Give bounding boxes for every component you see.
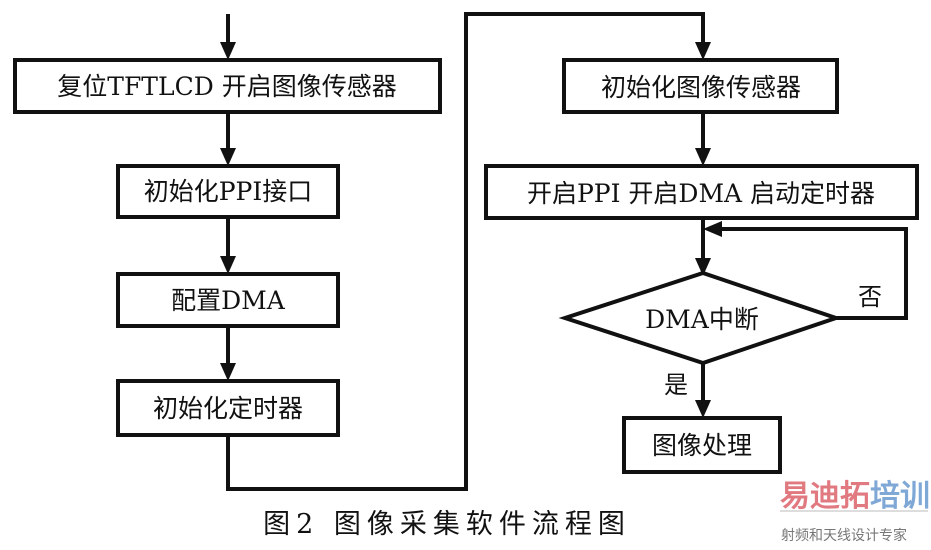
arrow-1-2 xyxy=(220,112,236,166)
process-text-image-processing: 图像处理 xyxy=(652,431,752,460)
process-box-reset-lcd: 复位TFTLCD 开启图像传感器 xyxy=(13,58,442,114)
decision-text-dma-interrupt: DMA中断 xyxy=(645,305,759,334)
watermark-logo: 易迪拓 培训 射频和天线设计专家 xyxy=(780,479,930,544)
process-text-init-sensor: 初始化图像传感器 xyxy=(601,73,801,102)
arrow-decision-7 xyxy=(695,363,711,418)
arrow-5-6 xyxy=(695,112,711,166)
entry-arrow xyxy=(220,14,236,60)
process-box-config-dma: 配置DMA xyxy=(116,272,340,328)
process-text-config-dma: 配置DMA xyxy=(171,286,286,315)
decision-dma-interrupt: DMA中断 xyxy=(558,270,843,366)
process-text-init-timer: 初始化定时器 xyxy=(153,394,303,423)
watermark-tagline: 射频和天线设计专家 xyxy=(781,527,907,544)
process-text-start-ppi-dma-timer: 开启PPI 开启DMA 启动定时器 xyxy=(527,179,875,208)
process-box-init-timer: 初始化定时器 xyxy=(116,379,340,437)
figure-caption: 图2 图像采集软件流程图 xyxy=(263,509,631,540)
process-box-init-sensor: 初始化图像传感器 xyxy=(562,58,839,114)
arrow-3-4 xyxy=(220,326,236,381)
connector-left-to-right xyxy=(226,12,711,491)
process-box-init-ppi: 初始化PPI接口 xyxy=(116,164,340,219)
process-box-start-ppi-dma-timer: 开启PPI 开启DMA 启动定时器 xyxy=(484,164,919,220)
watermark-brand-part1: 易迪拓 xyxy=(780,479,870,514)
process-text-init-ppi: 初始化PPI接口 xyxy=(144,177,313,206)
loop-back-no xyxy=(703,221,908,320)
process-text-reset-lcd: 复位TFTLCD 开启图像传感器 xyxy=(57,72,396,101)
no-label: 否 xyxy=(858,283,882,311)
arrow-2-3 xyxy=(220,217,236,274)
yes-label: 是 xyxy=(664,371,688,399)
watermark-brand-part2: 培训 xyxy=(870,479,930,514)
process-box-image-processing: 图像处理 xyxy=(622,416,782,474)
arrow-6-decision xyxy=(695,218,711,276)
